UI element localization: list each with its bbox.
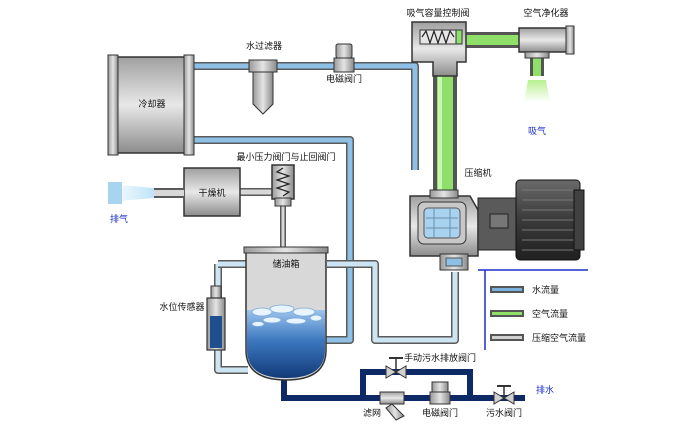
min-pressure-valve-label: 最小压力阀门与止回阀门 xyxy=(236,151,335,163)
level-sensor: 水位传感器 xyxy=(159,285,226,351)
legend-label-water: 水流量 xyxy=(532,284,559,296)
drain-out-label: 排水 xyxy=(536,384,554,396)
intake-flow: 吸气 xyxy=(524,80,550,137)
sewage-valve: 污水阀门 xyxy=(486,385,522,419)
cooler: 冷却器 xyxy=(107,54,195,156)
oil-tank-label: 储油箱 xyxy=(272,258,299,270)
air-pipes xyxy=(433,32,544,200)
cooler-label: 冷却器 xyxy=(138,98,165,110)
solenoid-valve-bottom: 电磁阀门 xyxy=(422,381,458,419)
oil-foam xyxy=(251,304,323,327)
compressed-air-pipes xyxy=(240,188,286,248)
strainer: 滤网 xyxy=(363,391,405,421)
solenoid-valve-top-label: 电磁阀门 xyxy=(326,73,362,85)
manual-drain-valve-label: 手动污水排放阀门 xyxy=(404,352,476,364)
manual-drain-valve: 手动污水排放阀门 xyxy=(385,352,476,379)
sewage-valve-label: 污水阀门 xyxy=(486,407,522,419)
legend-item-water: 水流量 xyxy=(490,284,559,296)
legend-label-air: 空气流量 xyxy=(532,308,568,320)
solenoid-valve-top: 电磁阀门 xyxy=(326,43,362,85)
min-pressure-valve: 最小压力阀门与止回阀门 xyxy=(236,151,336,207)
exhaust-label: 排气 xyxy=(110,213,128,225)
water-filter: 水过滤器 xyxy=(246,40,282,115)
intake-label: 吸气 xyxy=(528,125,546,137)
intake-capacity-valve: 吸气容量控制阀 xyxy=(406,7,470,77)
compressor: 压缩机 xyxy=(409,167,492,271)
dryer: 干燥机 xyxy=(154,167,241,217)
dryer-label: 干燥机 xyxy=(198,187,225,199)
legend-label-compressed: 压缩空气流量 xyxy=(532,332,586,344)
legend-item-compressed: 压缩空气流量 xyxy=(490,332,586,344)
exhaust-flow: 排气 xyxy=(108,182,154,225)
intake-capacity-valve-label: 吸气容量控制阀 xyxy=(406,7,469,19)
compressor-label: 压缩机 xyxy=(464,167,491,179)
legend-item-air: 空气流量 xyxy=(490,308,568,320)
legend: 水流量 空气流量 压缩空气流量 xyxy=(478,269,588,350)
air-filter-label: 空气净化器 xyxy=(523,7,568,19)
oil-tank: 储油箱 xyxy=(243,246,329,381)
strainer-label: 滤网 xyxy=(363,407,381,419)
level-sensor-label: 水位传感器 xyxy=(159,301,204,313)
motor xyxy=(477,179,585,261)
water-filter-label: 水过滤器 xyxy=(246,40,282,52)
solenoid-valve-bottom-label: 电磁阀门 xyxy=(422,407,458,419)
air-filter: 空气净化器 xyxy=(518,7,575,59)
